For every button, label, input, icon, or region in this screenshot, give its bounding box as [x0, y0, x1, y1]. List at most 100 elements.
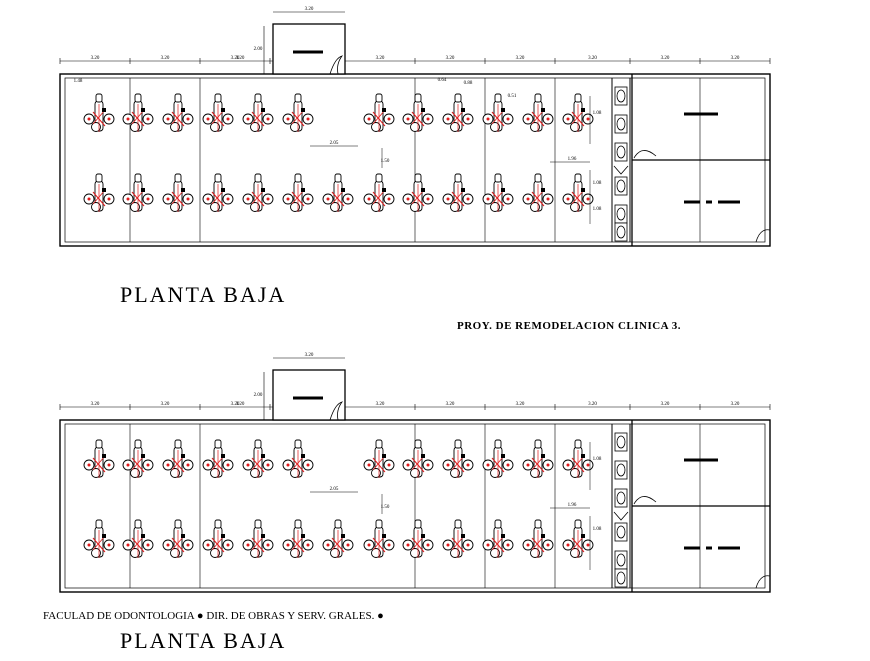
dental-unit-icon	[522, 519, 554, 559]
dental-unit-icon	[242, 173, 274, 213]
dental-unit-icon	[442, 439, 474, 479]
dental-unit-icon	[402, 519, 434, 559]
dental-unit-icon	[202, 173, 234, 213]
bullet-dot: ●	[377, 610, 384, 622]
bullet-dot: ●	[196, 610, 204, 622]
dimension-label: 3.20	[446, 402, 455, 407]
dental-unit-icon	[442, 519, 474, 559]
dental-unit-icon	[402, 439, 434, 479]
dental-unit-icon	[122, 519, 154, 559]
dental-unit-icon	[162, 93, 194, 133]
faculty-name: FACULAD DE ODONTOLOGIA	[43, 610, 195, 622]
basin-icon	[614, 204, 628, 224]
dimension-label: 3.20	[376, 402, 385, 407]
dimension-label: 3.20	[661, 402, 670, 407]
dimension-label: 3.20	[305, 7, 314, 12]
dental-unit-icon	[162, 173, 194, 213]
dental-unit-icon	[83, 173, 115, 213]
dental-unit-icon	[402, 93, 434, 133]
dental-unit-icon	[442, 173, 474, 213]
dental-unit-icon	[242, 439, 274, 479]
dimension-label: 3.20	[446, 56, 455, 61]
dental-unit-icon	[363, 439, 395, 479]
dental-unit-icon	[363, 93, 395, 133]
basin-icon	[614, 114, 628, 134]
dimension-label: 3.20	[236, 402, 245, 407]
dimension-label: 3.20	[305, 353, 314, 358]
dental-unit-icon	[83, 93, 115, 133]
footer-credits: FACULAD DE ODONTOLOGIA ● DIR. DE OBRAS Y…	[43, 610, 384, 622]
dental-unit-icon	[363, 173, 395, 213]
dimension-label: 3.20	[516, 402, 525, 407]
dimension-label: 3.20	[661, 56, 670, 61]
dimension-label: 1.96	[568, 503, 577, 508]
dimension-label: 1.48	[74, 79, 83, 84]
dental-unit-icon	[202, 439, 234, 479]
dental-unit-icon	[162, 439, 194, 479]
dimension-label: 1.08	[593, 181, 602, 186]
entry-vestibule	[272, 369, 346, 421]
entry-vestibule	[272, 23, 346, 75]
dental-unit-icon	[282, 173, 314, 213]
basin-icon	[614, 142, 628, 162]
dental-unit-icon	[122, 173, 154, 213]
basin-icon	[614, 432, 628, 452]
dimension-label: 2.05	[330, 487, 339, 492]
dimension-label: 3.20	[588, 56, 597, 61]
project-title: PROY. DE REMODELACION CLINICA 3.	[457, 320, 682, 332]
dimension-label: 2.00	[254, 47, 263, 52]
dimension-label: 3.20	[91, 56, 100, 61]
dimension-label: 1.96	[568, 157, 577, 162]
dental-unit-icon	[162, 519, 194, 559]
dental-unit-icon	[442, 93, 474, 133]
dimension-label: 3.20	[161, 56, 170, 61]
plan-title-lower: PLANTA BAJA	[120, 628, 287, 653]
basin-icon	[614, 460, 628, 480]
dental-unit-icon	[482, 173, 514, 213]
dental-unit-icon	[83, 519, 115, 559]
dental-unit-icon	[522, 173, 554, 213]
dimension-label: 3.20	[731, 56, 740, 61]
door-swing	[755, 575, 771, 589]
dental-unit-icon	[122, 439, 154, 479]
dimension-label: 3.20	[236, 56, 245, 61]
door-swing	[755, 229, 771, 243]
door-swing	[613, 511, 629, 521]
dimension-label: 1.50	[381, 159, 390, 164]
basin-icon	[614, 488, 628, 508]
dimension-label: 1.08	[593, 207, 602, 212]
door-swing	[329, 55, 344, 75]
dimension-label: 3.20	[161, 402, 170, 407]
door-swing	[613, 165, 629, 175]
dimension-label: 3.20	[376, 56, 385, 61]
dimension-label: 1.08	[593, 457, 602, 462]
dental-unit-icon	[322, 519, 354, 559]
dimension-label: 0.51	[508, 94, 517, 99]
dimension-label: 3.20	[91, 402, 100, 407]
dental-unit-icon	[482, 519, 514, 559]
door-swing	[633, 150, 657, 159]
dimension-label: 2.05	[330, 141, 339, 146]
basin-icon	[614, 176, 628, 196]
door-swing	[633, 496, 657, 505]
dental-unit-icon	[322, 173, 354, 213]
basin-icon	[614, 86, 628, 106]
dental-unit-icon	[202, 93, 234, 133]
basin-icon	[614, 222, 628, 242]
dental-unit-icon	[363, 519, 395, 559]
dental-unit-icon	[83, 439, 115, 479]
dimension-label: 3.20	[516, 56, 525, 61]
dental-unit-icon	[562, 93, 594, 133]
dimension-label: 0.88	[464, 81, 473, 86]
dimension-label: 3.20	[588, 402, 597, 407]
dental-unit-icon	[482, 439, 514, 479]
dental-unit-icon	[282, 439, 314, 479]
dental-unit-icon	[242, 519, 274, 559]
dimension-label: 3.20	[231, 56, 240, 61]
dental-unit-icon	[562, 173, 594, 213]
dental-unit-icon	[282, 93, 314, 133]
dental-unit-icon	[202, 519, 234, 559]
